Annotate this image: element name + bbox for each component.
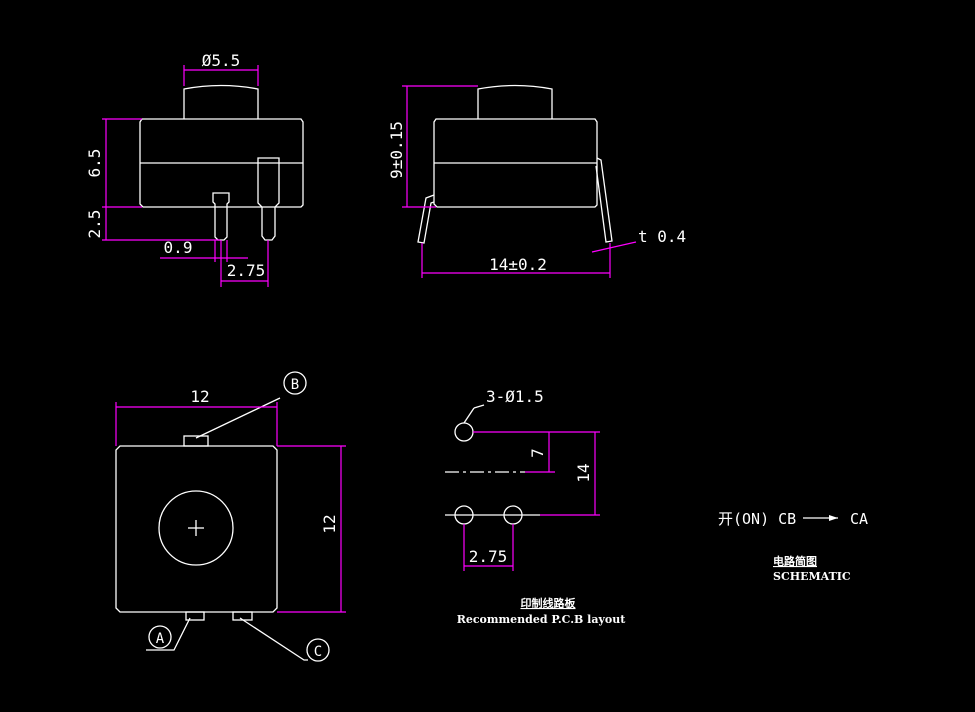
front-view: Ø5.5 6.5 2.5 0.9 2.75 (85, 51, 304, 287)
dim-width: 14±0.2 (489, 255, 547, 274)
terminal-a-label: A (156, 631, 165, 647)
switch-body (139, 118, 304, 208)
dimension-lines (463, 431, 600, 571)
dim-pin-pitch: 2.75 (227, 261, 266, 280)
pcb-title-cn: 印制线路板 (521, 596, 577, 610)
schematic-title-en: SCHEMATIC (773, 570, 851, 583)
knob-circle (158, 490, 234, 566)
dim-knob-diameter: Ø5.5 (202, 51, 241, 70)
hole-b (454, 422, 474, 442)
pin-b (257, 157, 280, 241)
dim-holes: 3-Ø1.5 (486, 387, 544, 406)
dim-total-height: 9±0.15 (387, 121, 406, 179)
dim-7: 7 (528, 448, 547, 458)
switch-body (433, 118, 598, 208)
terminal-b-label: B (291, 377, 299, 393)
dim-lead-thickness: t 0.4 (638, 227, 686, 246)
bottom-view: B A C 12 12 (115, 371, 346, 662)
schematic-title-cn: 电路简图 (773, 554, 817, 568)
lead-left (417, 194, 435, 244)
schematic-on-label: 开(ON) CB (718, 510, 796, 528)
dim-pin-width: 0.9 (164, 238, 193, 257)
dim-14: 14 (574, 463, 593, 482)
dimension-lines (115, 402, 346, 613)
dim-pitch: 2.75 (469, 547, 508, 566)
schematic-target: CA (850, 510, 868, 528)
pin-a (212, 192, 230, 241)
dimension-lines (102, 65, 269, 287)
side-view: 9±0.15 14±0.2 t 0.4 (387, 84, 686, 278)
schematic: 开(ON) CB CA 电路简图 SCHEMATIC (718, 510, 868, 583)
switch-knob (183, 84, 259, 119)
body-outline (115, 445, 278, 613)
pcb-layout: 3-Ø1.5 7 14 2.75 印制线路板 Recommended P.C.B… (445, 387, 626, 626)
dim-pin-length: 2.5 (85, 210, 104, 239)
dimension-lines (402, 85, 637, 278)
terminal-b-tab (183, 435, 209, 447)
pcb-title-en: Recommended P.C.B layout (457, 613, 626, 626)
dim-body-height: 6.5 (85, 149, 104, 178)
lead-right (595, 157, 613, 243)
terminal-c-label: C (314, 644, 322, 660)
switch-knob (477, 84, 553, 119)
dim-width: 12 (190, 387, 209, 406)
dim-height: 12 (320, 514, 339, 533)
